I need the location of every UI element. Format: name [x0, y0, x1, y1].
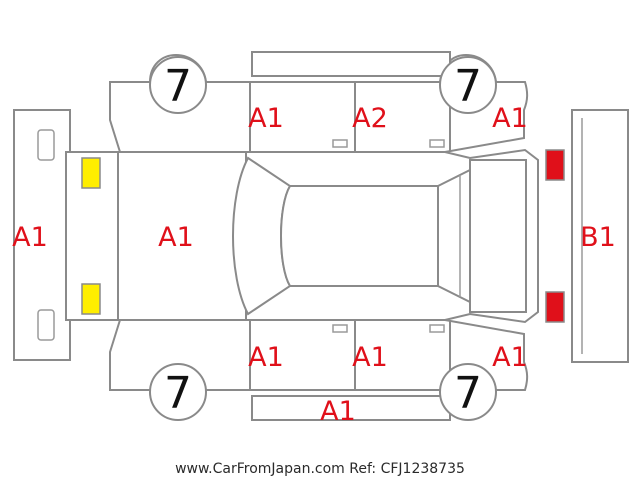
code-rear-right-quarter: A1 [492, 342, 528, 373]
rear-bumper [571, 109, 629, 363]
tailgate [469, 159, 527, 313]
tire-rear-right [439, 363, 497, 421]
right-rear-door-handle [429, 324, 445, 333]
tread-front-left: 7 [164, 61, 192, 112]
left-front-door-handle [332, 139, 348, 148]
code-front-right-fender: A1 [248, 342, 284, 373]
tread-front-right: 7 [164, 368, 192, 419]
right-front-door-handle [332, 324, 348, 333]
headlight-bottom [81, 283, 101, 315]
headlight-top [81, 157, 101, 189]
taillight-bottom [545, 291, 565, 323]
tire-front-right [149, 363, 207, 421]
roof [280, 185, 439, 287]
code-front-bumper: A1 [12, 222, 48, 253]
rear-window [437, 168, 471, 304]
left-side-body [109, 53, 529, 153]
footer-reference: www.CarFromJapan.com Ref: CFJ1238735 [175, 461, 465, 477]
tire-front-left [149, 56, 207, 114]
code-front-left-fender: A1 [248, 103, 284, 134]
tread-rear-right: 7 [454, 368, 482, 419]
right-side-sill [251, 395, 451, 421]
code-front-right-door: A1 [352, 342, 388, 373]
tire-rear-left [439, 56, 497, 114]
code-rear-left-door: A2 [352, 103, 388, 134]
left-rear-door-handle [429, 139, 445, 148]
tread-rear-left: 7 [454, 61, 482, 112]
front-bumper-fog-bottom [37, 309, 55, 341]
hood [117, 151, 247, 321]
front-bumper-fog-top [37, 129, 55, 161]
front-bumper [13, 109, 71, 361]
left-side-sill [251, 51, 451, 77]
code-right-side-sill: A1 [320, 396, 356, 427]
code-rear-bumper: B1 [580, 222, 616, 253]
code-hood: A1 [158, 222, 194, 253]
code-rear-left-quarter: A1 [492, 103, 528, 134]
taillight-top [545, 149, 565, 181]
